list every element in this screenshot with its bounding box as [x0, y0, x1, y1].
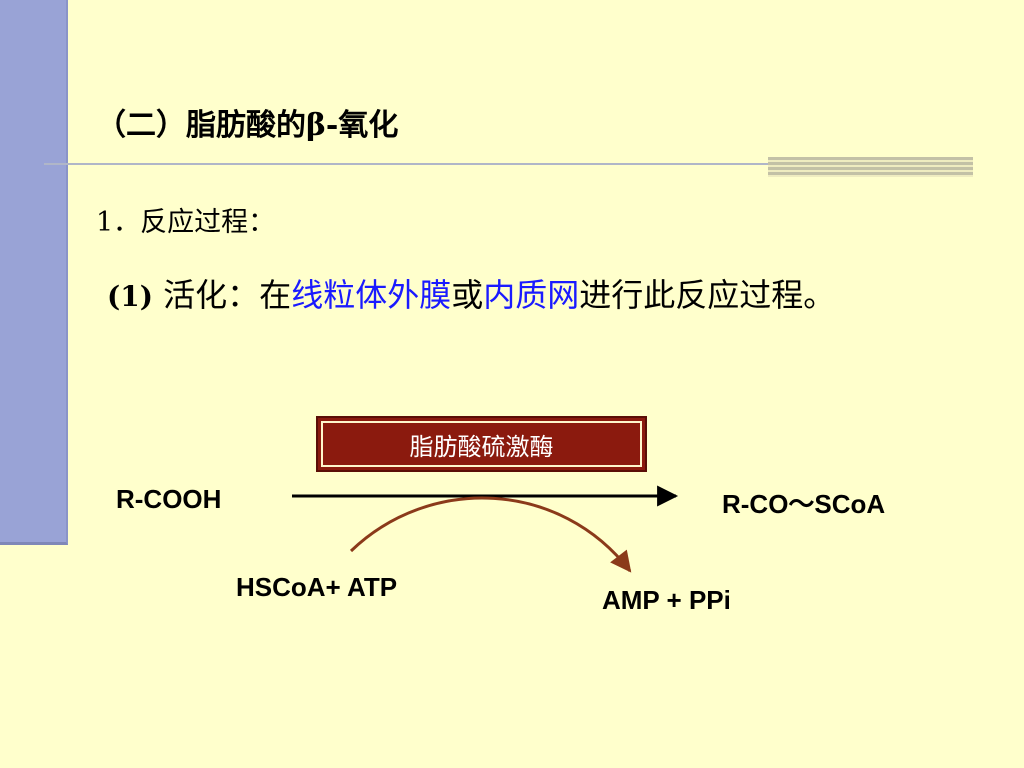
- left-accent-bar: [0, 0, 68, 545]
- byproducts-label: AMP + PPi: [602, 585, 731, 615]
- section-heading: 1．反应过程：: [96, 207, 276, 238]
- substrate-label: R-COOH: [116, 484, 222, 514]
- step-text: 进行此反应过程。: [579, 276, 836, 314]
- step-text: 或: [451, 276, 484, 314]
- step-label: 活化：: [152, 276, 260, 314]
- enzyme-box: 脂肪酸硫激酶: [316, 416, 647, 472]
- product-label: R-CO～SCoA: [722, 489, 886, 519]
- step-number: (1): [107, 280, 153, 313]
- cofactors-label: HSCoA+ ATP: [236, 572, 398, 602]
- step-text: 在: [259, 276, 292, 314]
- slide-title: （二）脂肪酸的β-氧化: [96, 108, 399, 143]
- title-divider-accent: [768, 157, 973, 177]
- location-endoplasmic-reticulum: 内质网: [483, 276, 580, 314]
- enzyme-label: 脂肪酸硫激酶: [409, 432, 554, 461]
- title-divider: [44, 163, 972, 165]
- cofactor-curve-arrow: [349, 496, 632, 573]
- location-mitochondrial-outer-membrane: 线粒体外膜: [291, 276, 452, 314]
- step-line: (1) 活化：在线粒体外膜或内质网进行此反应过程。: [107, 270, 835, 316]
